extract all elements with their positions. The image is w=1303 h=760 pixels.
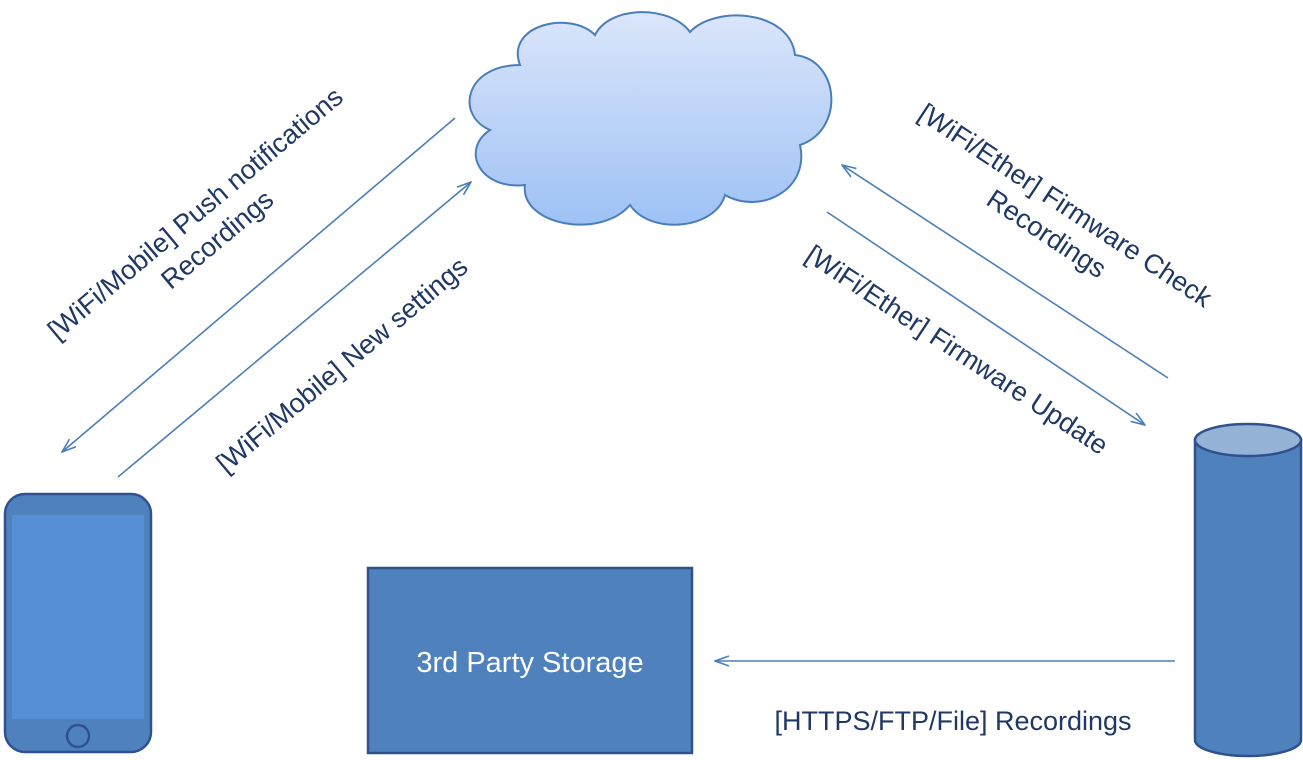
push-label-line1: [WiFi/Mobile] Push notifications (42, 81, 349, 345)
storage-flow-label: [HTTPS/FTP/File] Recordings (774, 706, 1131, 736)
new-settings-label: [WiFi/Mobile] New settings (211, 251, 474, 478)
new-settings-arrow (117, 182, 471, 478)
cloud-icon (468, 11, 833, 226)
firmware-update-label: [WiFi/Ether] Firmware Update (800, 239, 1113, 460)
cylinder-device-icon (1193, 422, 1303, 758)
storage-box-label: 3rd Party Storage (416, 647, 643, 679)
push-notifications-arrow (62, 117, 456, 452)
firmware-update-arrow (826, 211, 1145, 425)
push-notifications-label: [WiFi/Mobile] Push notifications Recordi… (42, 81, 349, 345)
firmware-check-line1: [WiFi/Ether] Firmware Check (913, 98, 1218, 314)
phone-icon (3, 492, 153, 754)
new-settings-text: [WiFi/Mobile] New settings (211, 251, 474, 478)
storage-box: 3rd Party Storage (366, 566, 694, 755)
firmware-check-arrow (842, 165, 1169, 379)
firmware-update-text: [WiFi/Ether] Firmware Update (800, 239, 1113, 460)
